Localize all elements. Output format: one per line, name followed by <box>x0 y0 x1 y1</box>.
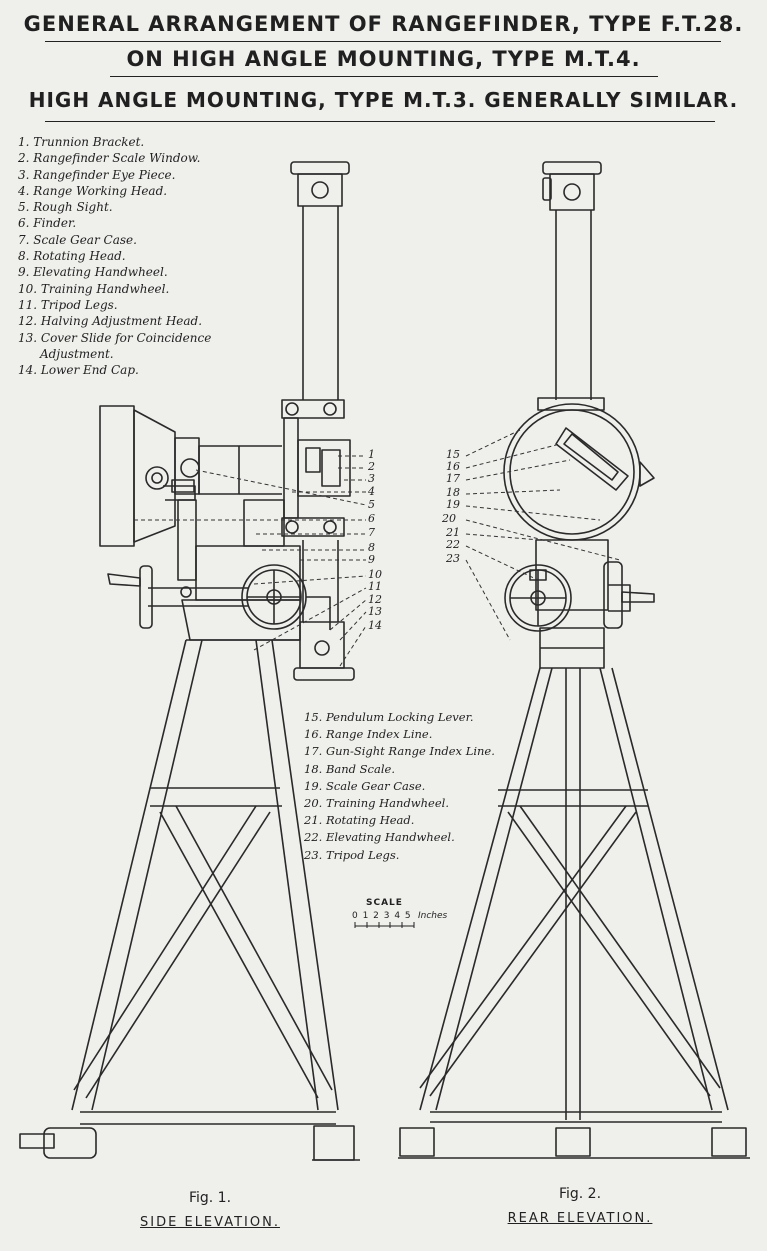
title-line-1: GENERAL ARRANGEMENT OF RANGEFINDER, TYPE… <box>23 12 744 36</box>
legend-item: 15. Pendulum Locking Lever. <box>304 710 474 724</box>
callout-7: 7 <box>368 526 375 539</box>
legend-item: 19. Scale Gear Case. <box>304 778 426 793</box>
callout-23: 23 <box>446 552 460 565</box>
legend-item: 17. Gun-Sight Range Index Line. <box>304 744 495 759</box>
title-underline-3 <box>45 121 715 122</box>
legend-item: 10. Training Handwheel. <box>18 281 170 296</box>
callout-12: 12 <box>368 593 382 606</box>
legend-item: 20. Training Handwheel. <box>304 796 450 811</box>
scale-unit: Inches <box>418 911 448 921</box>
callout-13: 13 <box>368 605 382 618</box>
legend-item: 18. Band Scale. <box>304 761 395 776</box>
fig2-number: Fig. 2. <box>558 1186 602 1202</box>
callout-20: 20 <box>442 512 456 525</box>
scale-label: SCALE <box>366 898 403 908</box>
callout-10: 10 <box>368 568 382 581</box>
legend-item: 16. Range Index Line. <box>304 727 433 742</box>
legend-item: 4. Range Working Head. <box>18 183 168 198</box>
fig1-number: Fig. 1. <box>188 1190 232 1206</box>
callout-2: 2 <box>368 460 375 473</box>
scale-ticks: 0 1 2 3 4 5 <box>352 911 412 921</box>
callout-14: 14 <box>368 619 382 632</box>
legend-item: 13. Cover Slide for Coincidence <box>18 330 212 345</box>
fig1-trunnion-bracket <box>281 399 351 537</box>
legend-item: 9. Elevating Handwheel. <box>18 265 168 280</box>
callout-6: 6 <box>368 512 375 525</box>
title-underline-2 <box>110 76 658 77</box>
title-line-3: HIGH ANGLE MOUNTING, TYPE M.T.3. GENERAL… <box>28 88 739 112</box>
callout-17: 17 <box>446 472 460 485</box>
callout-18: 18 <box>446 486 460 499</box>
legend-item: 7. Scale Gear Case. <box>18 232 137 247</box>
fig1-caption: SIDE ELEVATION. <box>140 1215 280 1230</box>
legend-item: 12. Halving Adjustment Head. <box>18 314 203 329</box>
fig2-tripod <box>398 667 750 1159</box>
callout-9: 9 <box>368 553 375 566</box>
parts-legend-fig1: 1. Trunnion Bracket. 2. Rangefinder Scal… <box>18 134 211 378</box>
title-underline-1 <box>45 41 721 42</box>
legend-item: 3. Rangefinder Eye Piece. <box>18 167 176 182</box>
callout-8: 8 <box>368 541 375 554</box>
legend-item: Adjustment. <box>40 346 114 361</box>
callout-21: 21 <box>446 526 460 539</box>
legend-item: 22. Elevating Handwheel. <box>304 830 455 845</box>
fig1-tripod <box>19 639 360 1161</box>
title-line-2: ON HIGH ANGLE MOUNTING, TYPE M.T.4. <box>126 47 641 71</box>
legend-item: 8. Rotating Head. <box>18 249 126 264</box>
legend-item: 1. Trunnion Bracket. <box>18 135 145 149</box>
callout-11: 11 <box>368 580 382 593</box>
callout-1: 1 <box>368 448 375 461</box>
callout-15: 15 <box>446 448 460 461</box>
fig2-caption: REAR ELEVATION. <box>507 1211 653 1226</box>
legend-item: 14. Lower End Cap. <box>18 363 139 378</box>
legend-item: 21. Rotating Head. <box>304 813 415 828</box>
legend-item: 23. Tripod Legs. <box>304 847 400 862</box>
callout-4: 4 <box>368 485 375 498</box>
callout-5: 5 <box>368 498 375 511</box>
callout-22: 22 <box>446 538 460 551</box>
fig2-band-scale-drum <box>503 397 655 541</box>
legend-item: 6. Finder. <box>18 216 77 231</box>
fig2-rangefinder-tube <box>542 161 602 400</box>
parts-legend-fig2: 15. Pendulum Locking Lever. 16. Range In… <box>304 709 495 864</box>
callout-16: 16 <box>446 460 460 473</box>
legend-item: 5. Rough Sight. <box>18 200 113 215</box>
fig1-rangefinder-tube <box>290 161 355 681</box>
legend-item: 11. Tripod Legs. <box>18 297 118 312</box>
fig2-rotating-head <box>504 539 655 669</box>
fig1-finder-scope <box>99 405 285 581</box>
callout-19: 19 <box>446 498 460 511</box>
callout-3: 3 <box>368 472 375 485</box>
legend-item: 2. Rangefinder Scale Window. <box>18 151 201 166</box>
